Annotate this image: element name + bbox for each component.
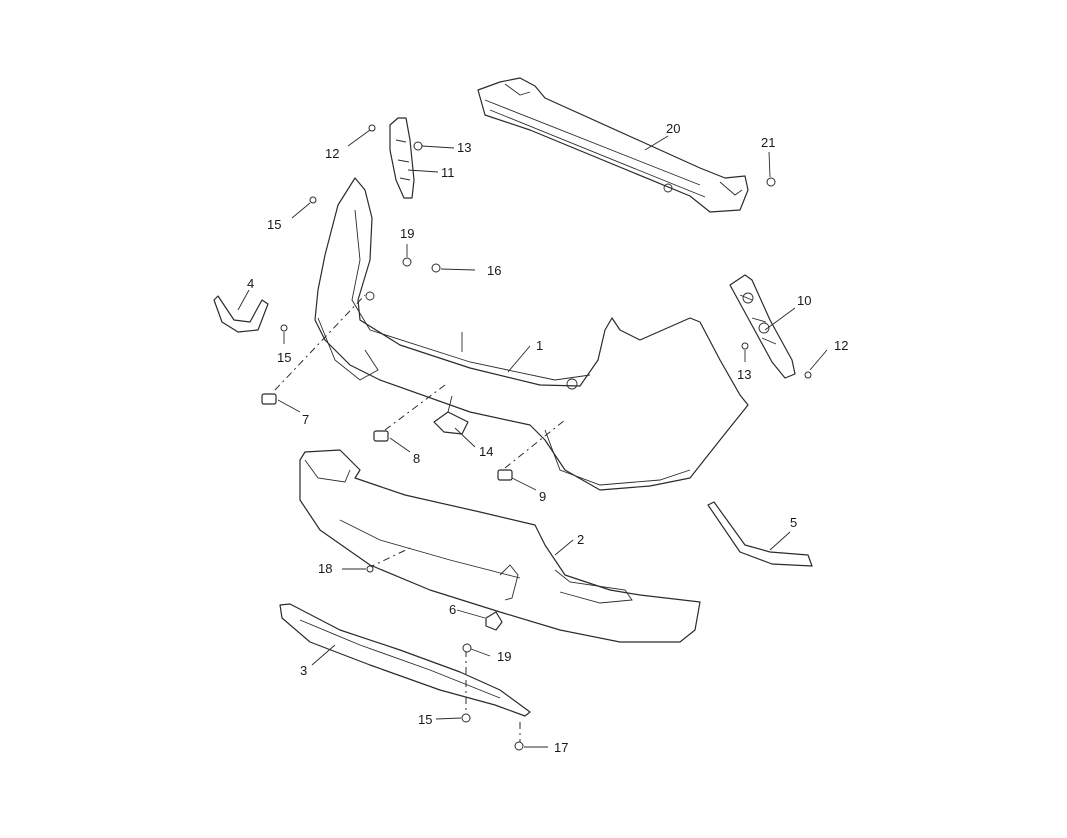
callout-20: 20: [666, 121, 680, 136]
callout-7: 7: [302, 412, 309, 427]
callout-12-right: 12: [834, 338, 848, 353]
callout-6: 6: [449, 602, 456, 617]
screw-12-right: [804, 371, 812, 379]
right-bumper-bracket: [729, 274, 796, 379]
screw-15-upper: [309, 196, 317, 204]
lower-diffuser-strip: [279, 603, 531, 717]
callout-10: 10: [797, 293, 811, 308]
callout-13-right: 13: [737, 367, 751, 382]
callout-labels: 1 2 3 4 5 6 7 8 9 10 11 12 12 13 13 14 1…: [247, 121, 848, 755]
park-sensor-8: [373, 430, 389, 442]
alignment-lines: [274, 294, 566, 742]
callout-1: 1: [536, 338, 543, 353]
callout-5: 5: [790, 515, 797, 530]
callout-21: 21: [761, 135, 775, 150]
callout-12-left: 12: [325, 146, 339, 161]
sensor-bracket: [433, 395, 469, 435]
clip-16: [431, 263, 441, 273]
callout-2: 2: [577, 532, 584, 547]
nut-21: [766, 177, 776, 187]
tow-hook-cover: [485, 611, 503, 631]
nut-13-left: [413, 141, 423, 151]
callout-11: 11: [441, 165, 455, 180]
nut-17: [514, 741, 524, 751]
bumper-cover: [314, 177, 749, 491]
callout-18: 18: [318, 561, 332, 576]
callout-8: 8: [413, 451, 420, 466]
callout-19-lower: 19: [497, 649, 511, 664]
callout-3: 3: [300, 663, 307, 678]
callout-15-lower: 15: [418, 712, 432, 727]
right-side-trim: [707, 501, 813, 567]
leader-lines: [237, 129, 828, 748]
callout-17: 17: [554, 740, 568, 755]
lower-bumper-panel: [299, 449, 701, 643]
fasteners: [280, 124, 812, 751]
callout-19-upper: 19: [400, 226, 414, 241]
reinforcement-beam: [477, 77, 749, 213]
nut-13-right: [741, 342, 749, 350]
callout-15-middle: 15: [277, 350, 291, 365]
park-sensor-9: [497, 469, 513, 481]
callout-16: 16: [487, 263, 501, 278]
screw-12-left: [368, 124, 376, 132]
park-sensor-7: [261, 393, 277, 405]
callout-15-upper: 15: [267, 217, 281, 232]
left-side-trim: [213, 295, 269, 333]
screw-15-lower: [461, 713, 471, 723]
callout-4: 4: [247, 276, 254, 291]
callout-13-left: 13: [457, 140, 471, 155]
left-bumper-bracket: [389, 117, 415, 199]
screw-15-mid: [280, 324, 288, 332]
clip-19-lower: [462, 643, 472, 653]
callout-9: 9: [539, 489, 546, 504]
clip-19-upper: [402, 257, 412, 267]
clip-18: [366, 565, 374, 573]
callout-14: 14: [479, 444, 493, 459]
